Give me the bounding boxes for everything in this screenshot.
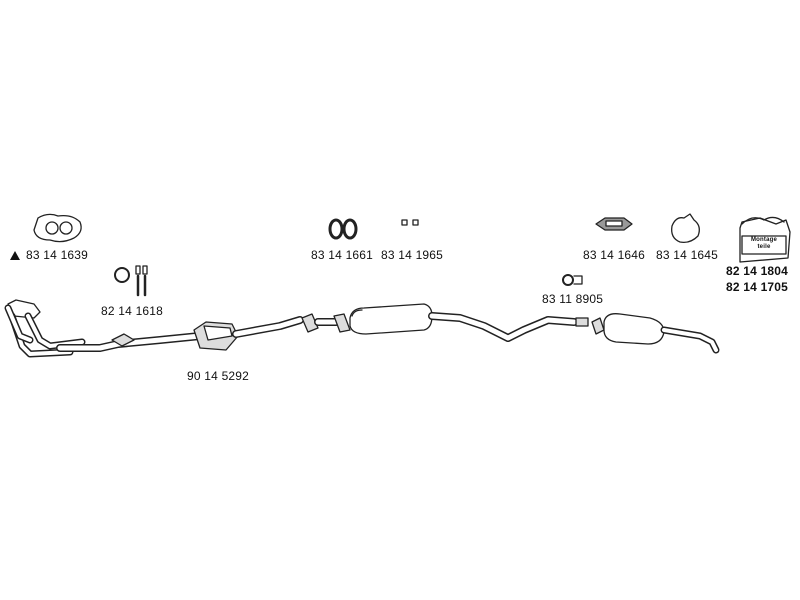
part-label-rubber-rings: 83 14 1661 [311, 248, 374, 262]
pipe-clamp-icon [562, 274, 583, 286]
rubber-rings-icon [328, 218, 358, 240]
part-label-rubber-hanger: 83 14 1646 [583, 248, 646, 262]
part-label-flange-gasket: 83 14 1639 [10, 248, 88, 262]
part-number: 83 14 1639 [26, 248, 89, 262]
flange-gasket-icon [33, 213, 82, 243]
rear-gasket-icon [671, 213, 700, 244]
rear-silencer [591, 313, 720, 354]
kit-box-text: Montage teile [746, 237, 782, 251]
part-label-mounting-kit-1: 82 14 1804 [726, 264, 789, 278]
kit-box-line-2: teile [757, 244, 771, 250]
intermediate-pipe [428, 312, 589, 342]
part-label-clamp-bolts: 82 14 1618 [101, 304, 164, 318]
part-label-small-clips: 83 14 1965 [381, 248, 444, 262]
clamp-bolts-icon [114, 265, 148, 297]
triangle-marker-icon [10, 251, 20, 260]
middle-silencer [301, 303, 433, 335]
part-label-mounting-kit-2: 82 14 1705 [726, 280, 789, 294]
front-manifold-pipes [4, 299, 86, 358]
part-label-front-pipe: 90 14 5292 [187, 369, 250, 383]
small-clips-icon [401, 219, 419, 226]
part-label-rear-gasket: 83 14 1645 [656, 248, 719, 262]
part-label-pipe-clamp: 83 11 8905 [542, 292, 604, 306]
front-pipe-catalyst [56, 316, 304, 352]
rubber-hanger-icon [595, 217, 633, 231]
kit-box-line-1: Montage [750, 237, 778, 243]
mounting-kit-box-icon [739, 216, 791, 263]
